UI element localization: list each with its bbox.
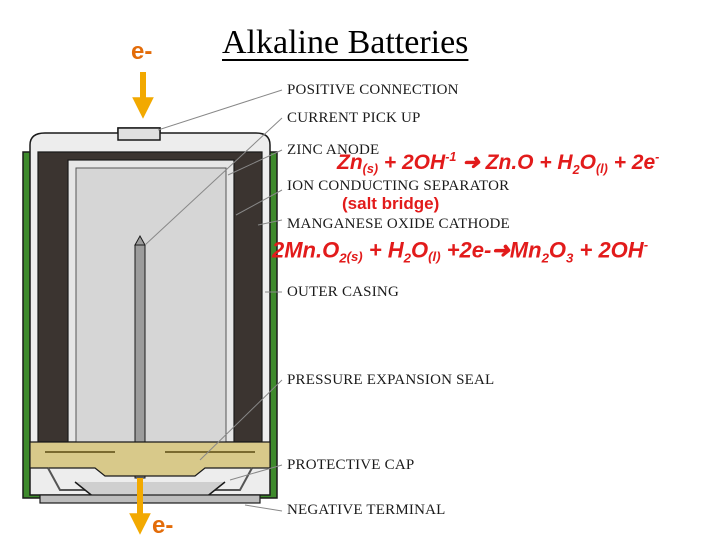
electron-label-top: e- xyxy=(131,38,153,65)
label-outer-casing: OUTER CASING xyxy=(287,284,399,300)
label-pressure-seal: PRESSURE EXPANSION SEAL xyxy=(287,372,495,388)
negative-terminal-shape xyxy=(39,494,261,504)
positive-connection-nub xyxy=(117,127,161,141)
label-manganese-cathode: MANGANESE OXIDE CATHODE xyxy=(287,216,510,232)
page-title: Alkaline Batteries xyxy=(222,24,469,61)
label-negative-terminal: NEGATIVE TERMINAL xyxy=(287,502,446,518)
label-positive-connection: POSITIVE CONNECTION xyxy=(287,82,459,98)
label-zinc-anode: ZINC ANODE xyxy=(287,142,380,158)
electron-label-bottom: e- xyxy=(152,512,174,539)
cathode-equation: 2Mn.O2(s) + H2O(l) +2e-➜Mn2O3 + 2OH- xyxy=(272,237,649,266)
reaction-arrow-icon: ➜ xyxy=(491,237,510,263)
anode-equation: Zn(s) + 2OH-1 ➜ Zn.O + H2O(l) + 2e- xyxy=(337,150,660,178)
anode-layer xyxy=(75,167,227,443)
leader-lines xyxy=(144,89,283,512)
label-current-pick-up: CURRENT PICK UP xyxy=(287,110,421,126)
salt-bridge-note: (salt bridge) xyxy=(342,194,440,213)
reaction-arrow-icon: ➜ xyxy=(462,151,480,174)
label-protective-cap: PROTECTIVE CAP xyxy=(287,457,415,473)
label-ion-separator: ION CONDUCTING SEPARATOR xyxy=(287,178,510,194)
